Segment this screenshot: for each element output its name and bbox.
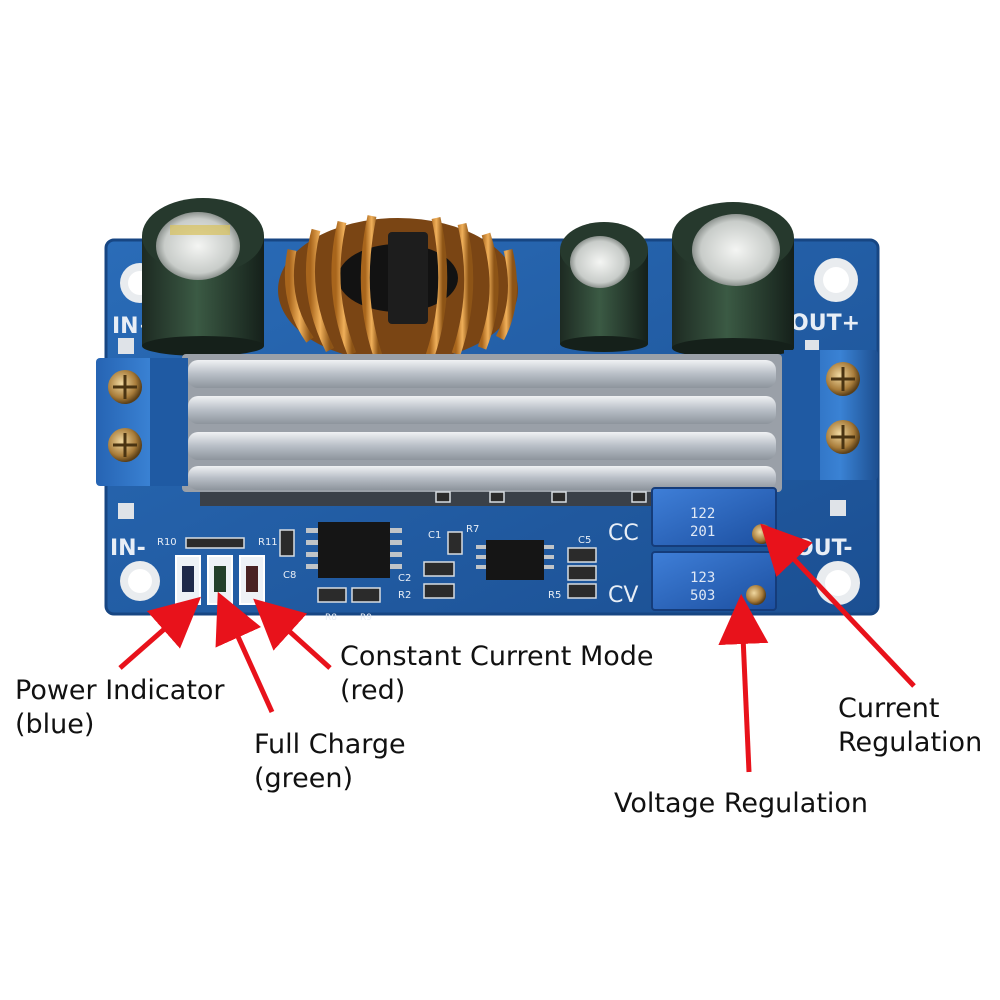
label-in-minus: IN- — [110, 536, 146, 561]
callout-power-indicator-line1: Power Indicator — [15, 675, 225, 706]
mounting-hole-bottom-right — [816, 561, 860, 605]
mounting-hole-top-right — [814, 258, 858, 302]
mounting-hole-bottom-left — [120, 561, 160, 601]
label-out-minus: OUT- — [795, 536, 852, 561]
callout-constant-current-line1: Constant Current Mode — [340, 641, 654, 672]
current-regulation-potentiometer[interactable]: 122 201 — [651, 487, 777, 547]
led-constant-current — [239, 555, 265, 605]
label-r10: R10 — [157, 537, 177, 548]
label-c5: C5 — [578, 535, 591, 546]
annotation-arrows — [118, 523, 916, 773]
callout-full-charge-line2: (green) — [254, 763, 354, 794]
label-c1: C1 — [428, 530, 441, 541]
callout-power-indicator-line2: (blue) — [15, 709, 95, 740]
pot-code-current: 122 — [690, 506, 715, 522]
pot-code-voltage: 123 — [690, 570, 715, 586]
heatsink — [182, 354, 782, 506]
adjust-screw-icon[interactable] — [752, 524, 772, 544]
callout-power-indicator: Power Indicator (blue) — [15, 674, 225, 742]
silkscreen: IN+ IN- OUT+ OUT- CC CV R10 R11 R7 C1 C2… — [110, 311, 860, 623]
arrow-current-regulation — [760, 523, 916, 688]
capacitor-middle — [560, 222, 648, 352]
callout-voltage-regulation-line1: Voltage Regulation — [614, 788, 869, 819]
arrow-voltage-regulation — [718, 594, 769, 773]
callout-current-regulation-line2: Regulation — [838, 727, 983, 758]
smd-components — [185, 491, 647, 603]
pot-code-current-2: 201 — [690, 524, 715, 540]
callout-constant-current: Constant Current Mode (red) — [340, 640, 654, 708]
led-full-charge — [207, 555, 233, 605]
label-r7: R7 — [466, 524, 479, 535]
capacitor-right — [672, 202, 794, 358]
label-c8: C8 — [283, 570, 296, 581]
arrow-constant-current — [253, 598, 332, 670]
label-cv: CV — [608, 583, 638, 608]
adjust-screw-icon[interactable] — [746, 585, 766, 605]
voltage-regulation-potentiometer[interactable]: 123 503 — [651, 551, 777, 611]
callout-current-regulation: Current Regulation — [838, 692, 982, 760]
label-cc: CC — [608, 521, 639, 546]
label-out-plus: OUT+ — [790, 311, 860, 336]
input-terminal-block — [96, 358, 188, 486]
callout-full-charge: Full Charge (green) — [254, 728, 406, 796]
label-r11: R11 — [258, 537, 278, 548]
label-r9: R9 — [360, 613, 372, 623]
label-c2: C2 — [398, 573, 411, 584]
capacitor-left — [142, 198, 264, 356]
ic-controller — [306, 522, 402, 578]
output-terminal-block — [784, 350, 878, 480]
arrow-full-charge — [215, 591, 275, 714]
inductor-toroid — [278, 215, 518, 362]
label-r2: R2 — [398, 590, 411, 601]
pot-code-voltage-2: 503 — [690, 588, 715, 604]
callout-voltage-regulation: Voltage Regulation — [614, 787, 868, 821]
label-r8: R8 — [325, 613, 337, 623]
arrow-power-indicator — [118, 596, 202, 670]
callout-current-regulation-line1: Current — [838, 693, 940, 724]
callout-constant-current-line2: (red) — [340, 675, 406, 706]
solder-pad — [118, 338, 134, 354]
ic-opamp — [476, 540, 554, 580]
callout-full-charge-line1: Full Charge — [254, 729, 406, 760]
solder-pad — [830, 500, 846, 516]
solder-pad — [118, 503, 134, 519]
led-power — [175, 555, 201, 605]
label-r5: R5 — [548, 590, 561, 601]
